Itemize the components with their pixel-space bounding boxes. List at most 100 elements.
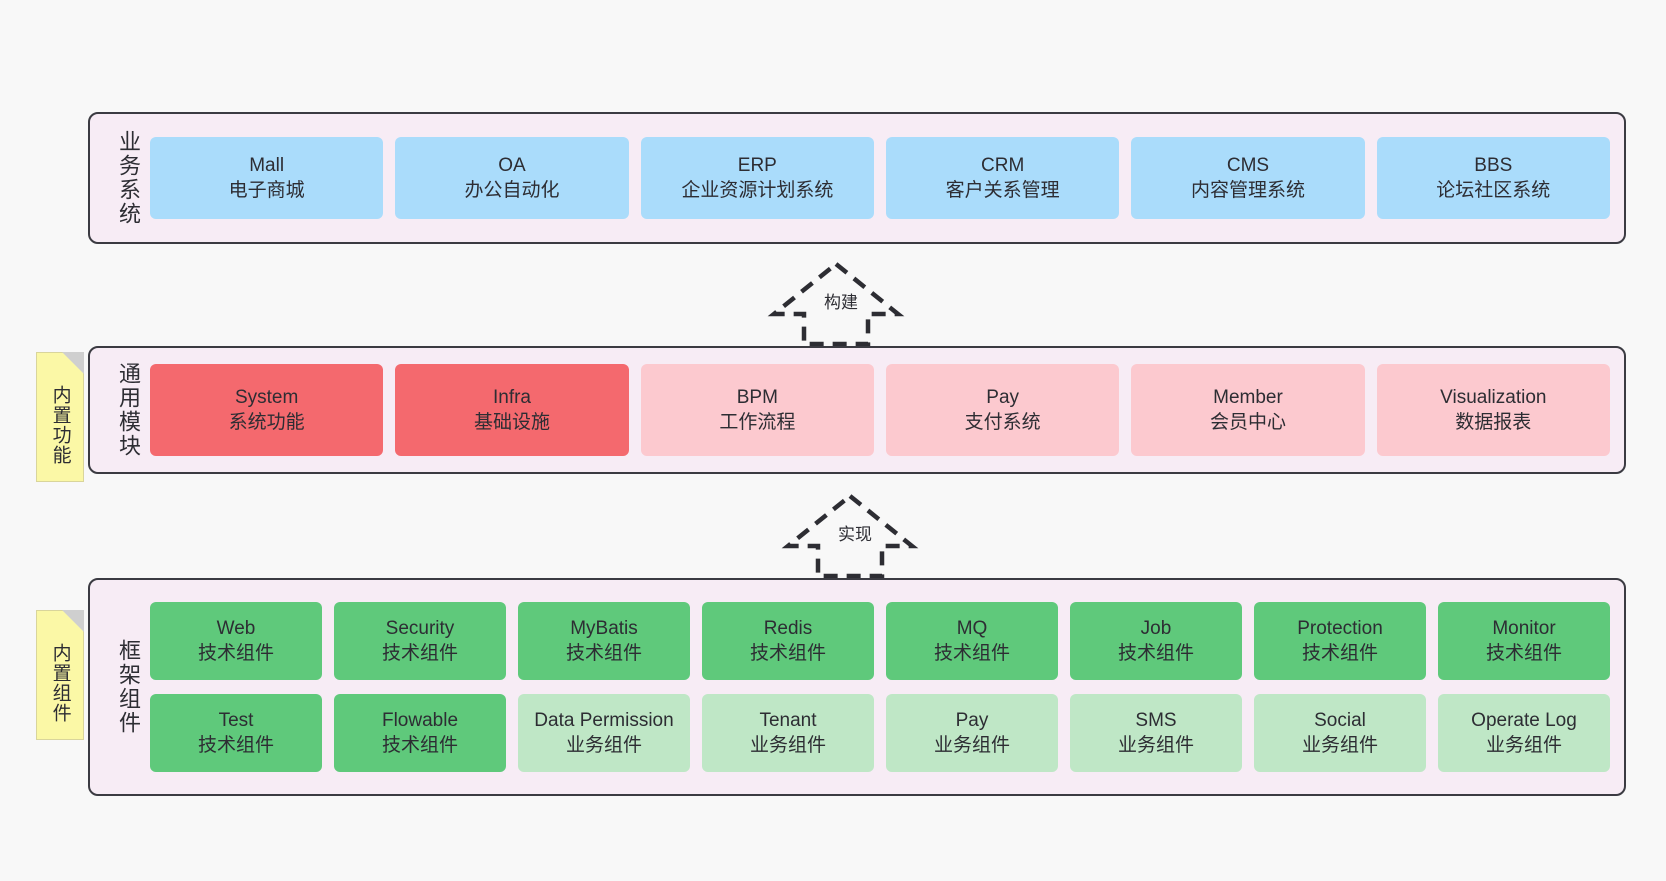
card-title: Security <box>385 617 455 639</box>
card-title: MQ <box>956 617 988 639</box>
card-test[interactable]: Test 技术组件 <box>150 694 322 772</box>
card-title: Mall <box>249 154 285 176</box>
card-protection[interactable]: Protection 技术组件 <box>1254 602 1426 680</box>
card-subtitle: 办公自动化 <box>464 180 560 201</box>
card-subtitle: 会员中心 <box>1209 412 1286 433</box>
card-subtitle: 基础设施 <box>473 412 550 433</box>
card-subtitle: 技术组件 <box>1117 643 1194 664</box>
card-security[interactable]: Security 技术组件 <box>334 602 506 680</box>
card-monitor[interactable]: Monitor 技术组件 <box>1438 602 1610 680</box>
tier-common-modules: 通用模块 System 系统功能 Infra 基础设施 BPM 工作流程 Pay… <box>88 346 1626 474</box>
card-title: Pay <box>986 386 1020 408</box>
card-title: CRM <box>981 154 1025 176</box>
card-title: Pay <box>955 709 989 731</box>
generalization-arrow-icon <box>767 261 905 347</box>
generalization-arrow-icon <box>781 493 919 579</box>
tier-body-common-modules: System 系统功能 Infra 基础设施 BPM 工作流程 Pay 支付系统… <box>146 348 1624 472</box>
card-title: OA <box>498 154 526 176</box>
card-subtitle: 技术组件 <box>197 735 274 756</box>
card-bbs[interactable]: BBS 论坛社区系统 <box>1376 137 1610 219</box>
card-pay[interactable]: Pay 支付系统 <box>885 364 1120 456</box>
card-subtitle: 技术组件 <box>749 643 826 664</box>
card-data-permission[interactable]: Data Permission 业务组件 <box>518 694 690 772</box>
tier-body-framework-components: Web 技术组件 Security 技术组件 MyBatis 技术组件 Redi… <box>146 580 1624 794</box>
tier-label-framework-components: 框架组件 <box>116 639 141 735</box>
card-flowable[interactable]: Flowable 技术组件 <box>334 694 506 772</box>
card-social[interactable]: Social 业务组件 <box>1254 694 1426 772</box>
card-title: Visualization <box>1440 386 1547 408</box>
card-subtitle: 技术组件 <box>1485 643 1562 664</box>
card-pay-biz[interactable]: Pay 业务组件 <box>886 694 1058 772</box>
card-subtitle: 技术组件 <box>565 643 642 664</box>
card-crm[interactable]: CRM 客户关系管理 <box>885 137 1120 219</box>
card-subtitle: 系统功能 <box>228 412 305 433</box>
card-title: Test <box>218 709 254 731</box>
card-mybatis[interactable]: MyBatis 技术组件 <box>518 602 690 680</box>
card-title: Flowable <box>381 709 459 731</box>
card-operate-log[interactable]: Operate Log 业务组件 <box>1438 694 1610 772</box>
card-system[interactable]: System 系统功能 <box>150 364 384 456</box>
card-web[interactable]: Web 技术组件 <box>150 602 322 680</box>
tier-business-systems: 业务系统 Mall 电子商城 OA 办公自动化 ERP 企业资源计划系统 CRM… <box>88 112 1626 244</box>
tier-framework-components: 框架组件 Web 技术组件 Security 技术组件 MyBatis 技术组件… <box>88 578 1626 796</box>
card-title: System <box>234 386 299 408</box>
card-visualization[interactable]: Visualization 数据报表 <box>1376 364 1610 456</box>
card-title: ERP <box>737 154 777 176</box>
card-subtitle: 客户关系管理 <box>945 180 1060 201</box>
card-subtitle: 业务组件 <box>565 735 642 756</box>
card-mall[interactable]: Mall 电子商城 <box>150 137 384 219</box>
card-subtitle: 技术组件 <box>381 643 458 664</box>
card-redis[interactable]: Redis 技术组件 <box>702 602 874 680</box>
card-subtitle: 业务组件 <box>1301 735 1378 756</box>
tier-label-common-modules: 通用模块 <box>116 362 141 458</box>
card-title: Member <box>1213 386 1283 408</box>
card-title: Web <box>216 617 256 639</box>
card-mq[interactable]: MQ 技术组件 <box>886 602 1058 680</box>
connector-build: 构建 <box>756 258 916 350</box>
card-subtitle: 业务组件 <box>749 735 826 756</box>
card-erp[interactable]: ERP 企业资源计划系统 <box>640 137 874 219</box>
card-subtitle: 论坛社区系统 <box>1436 180 1551 201</box>
card-tenant[interactable]: Tenant 业务组件 <box>702 694 874 772</box>
card-subtitle: 业务组件 <box>1485 735 1562 756</box>
card-title: BPM <box>736 386 778 408</box>
card-title: Infra <box>492 386 531 408</box>
card-subtitle: 数据报表 <box>1455 412 1532 433</box>
card-subtitle: 内容管理系统 <box>1190 180 1305 201</box>
card-member[interactable]: Member 会员中心 <box>1131 364 1365 456</box>
connector-implement-label: 实现 <box>838 525 872 544</box>
sticky-note-builtin-function: 内置功能 <box>36 352 84 482</box>
card-title: Data Permission <box>534 709 674 731</box>
card-sms[interactable]: SMS 业务组件 <box>1070 694 1242 772</box>
card-title: Social <box>1314 709 1366 731</box>
card-subtitle: 技术组件 <box>381 735 458 756</box>
card-title: Operate Log <box>1471 709 1577 731</box>
card-subtitle: 业务组件 <box>933 735 1010 756</box>
card-infra[interactable]: Infra 基础设施 <box>395 364 629 456</box>
card-subtitle: 技术组件 <box>1301 643 1378 664</box>
note-fold-corner-icon <box>62 352 84 374</box>
card-title: Tenant <box>759 709 817 731</box>
card-title: Job <box>1140 617 1172 639</box>
card-cms[interactable]: CMS 内容管理系统 <box>1131 137 1365 219</box>
card-title: Monitor <box>1492 617 1556 639</box>
common-modules-row: System 系统功能 Infra 基础设施 BPM 工作流程 Pay 支付系统… <box>150 364 1610 456</box>
framework-tech-row: Web 技术组件 Security 技术组件 MyBatis 技术组件 Redi… <box>150 602 1610 680</box>
connector-implement: 实现 <box>770 490 930 582</box>
card-subtitle: 业务组件 <box>1117 735 1194 756</box>
card-subtitle: 企业资源计划系统 <box>681 180 834 201</box>
sticky-note-builtin-component: 内置组件 <box>36 610 84 740</box>
card-title: SMS <box>1135 709 1177 731</box>
card-job[interactable]: Job 技术组件 <box>1070 602 1242 680</box>
card-subtitle: 工作流程 <box>719 412 796 433</box>
sticky-note-text: 内置组件 <box>49 643 71 723</box>
card-title: Protection <box>1297 617 1383 639</box>
card-title: MyBatis <box>570 617 638 639</box>
card-title: CMS <box>1226 154 1270 176</box>
tier-body-business-systems: Mall 电子商城 OA 办公自动化 ERP 企业资源计划系统 CRM 客户关系… <box>146 114 1624 242</box>
card-subtitle: 电子商城 <box>228 180 305 201</box>
card-oa[interactable]: OA 办公自动化 <box>395 137 629 219</box>
card-bpm[interactable]: BPM 工作流程 <box>640 364 874 456</box>
card-title: BBS <box>1474 154 1513 176</box>
